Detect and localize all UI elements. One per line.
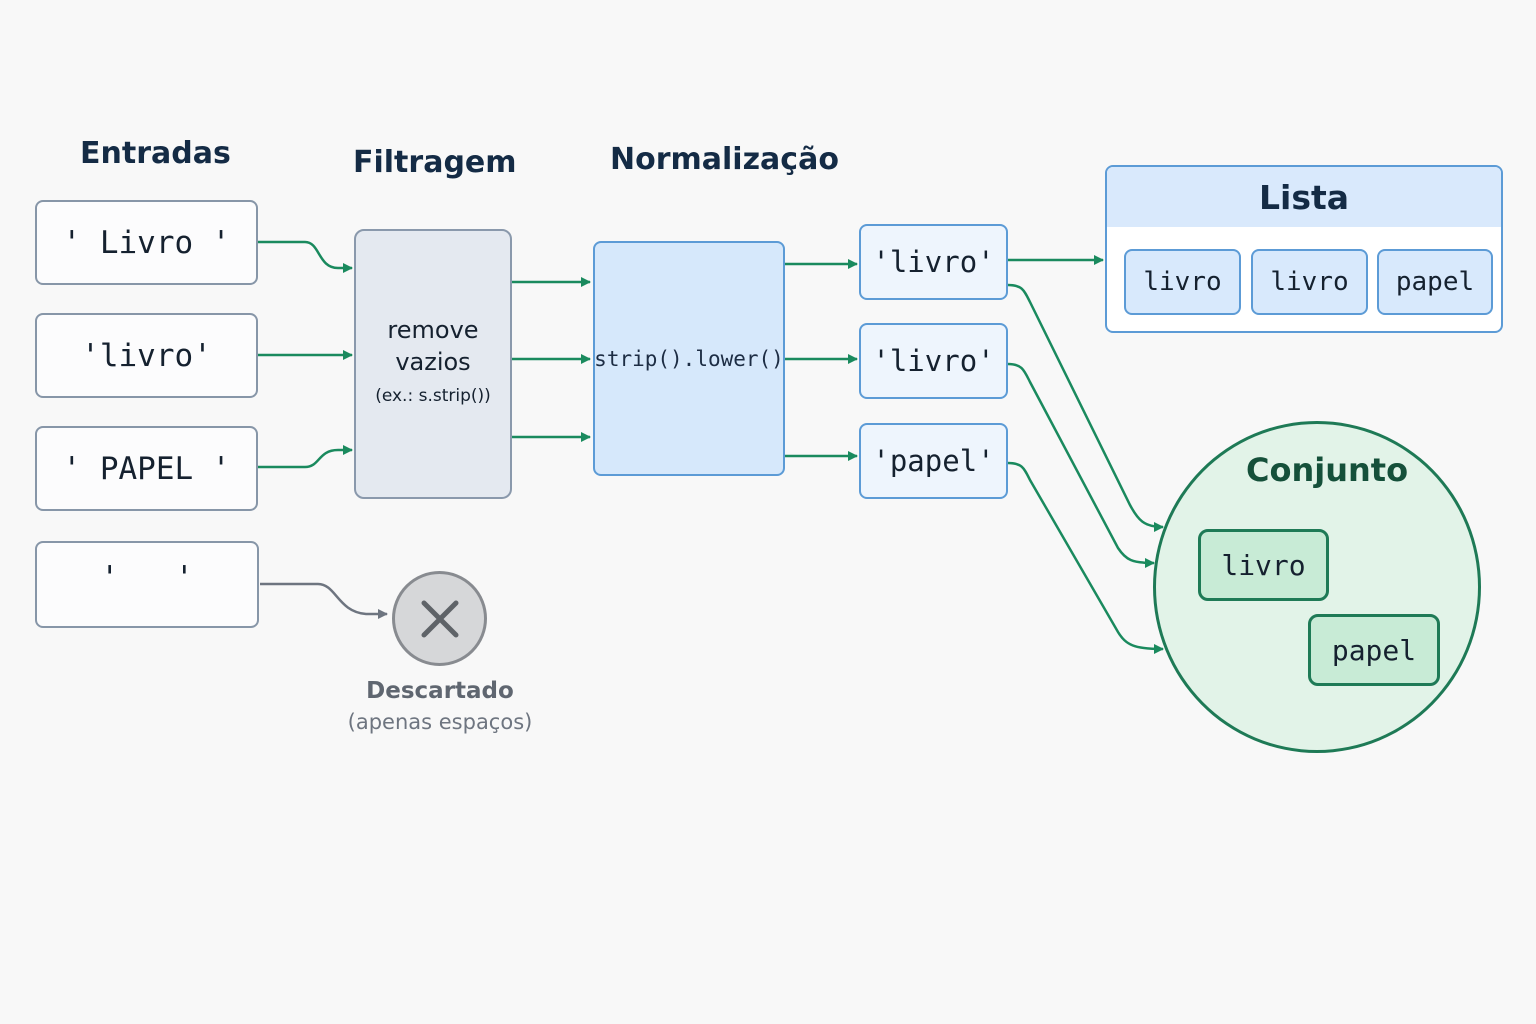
discard-label: Descartado — [366, 678, 514, 704]
close-icon — [421, 600, 458, 637]
arrow-out-2-conjunto — [1007, 362, 1155, 568]
heading-entradas: Entradas — [80, 136, 231, 171]
output-box-1: 'livro' — [859, 224, 1008, 300]
input-box-1: ' Livro ' — [35, 200, 258, 285]
conjunto-item-2: papel — [1308, 614, 1440, 686]
input-box-4: ' ' — [35, 541, 259, 628]
conjunto-title: Conjunto — [1246, 451, 1409, 489]
conjunto-item-1: livro — [1198, 529, 1329, 601]
lista-item-3: papel — [1377, 249, 1493, 315]
discard-note: (apenas espaços) — [347, 710, 533, 734]
lista-item-2: livro — [1251, 249, 1368, 315]
lista-title: Lista — [1107, 167, 1501, 227]
output-box-3: 'papel' — [859, 423, 1008, 499]
filter-example: (ex.: s.strip()) — [375, 386, 491, 406]
input-box-2: 'livro' — [35, 313, 258, 398]
output-box-2: 'livro' — [859, 323, 1008, 399]
filter-label-line1: remove — [387, 316, 479, 344]
normalization-box: strip().lower() — [593, 241, 785, 476]
filter-box: remove vazios (ex.: s.strip()) — [354, 229, 512, 499]
normalization-code: strip().lower() — [594, 346, 784, 371]
filter-label-line2: vazios — [395, 348, 471, 376]
arrow-input-3-filter — [258, 445, 353, 469]
arrow-input-1-filter — [258, 240, 353, 273]
lista-item-1: livro — [1124, 249, 1241, 315]
input-box-3: ' PAPEL ' — [35, 426, 258, 511]
discard-circle — [392, 571, 487, 666]
arrow-discard — [260, 582, 388, 619]
heading-filtragem: Filtragem — [353, 145, 517, 180]
heading-normalizacao: Normalização — [610, 142, 839, 177]
arrow-out-3-conjunto — [1007, 461, 1164, 654]
arrow-out-1-conjunto — [1007, 283, 1164, 532]
